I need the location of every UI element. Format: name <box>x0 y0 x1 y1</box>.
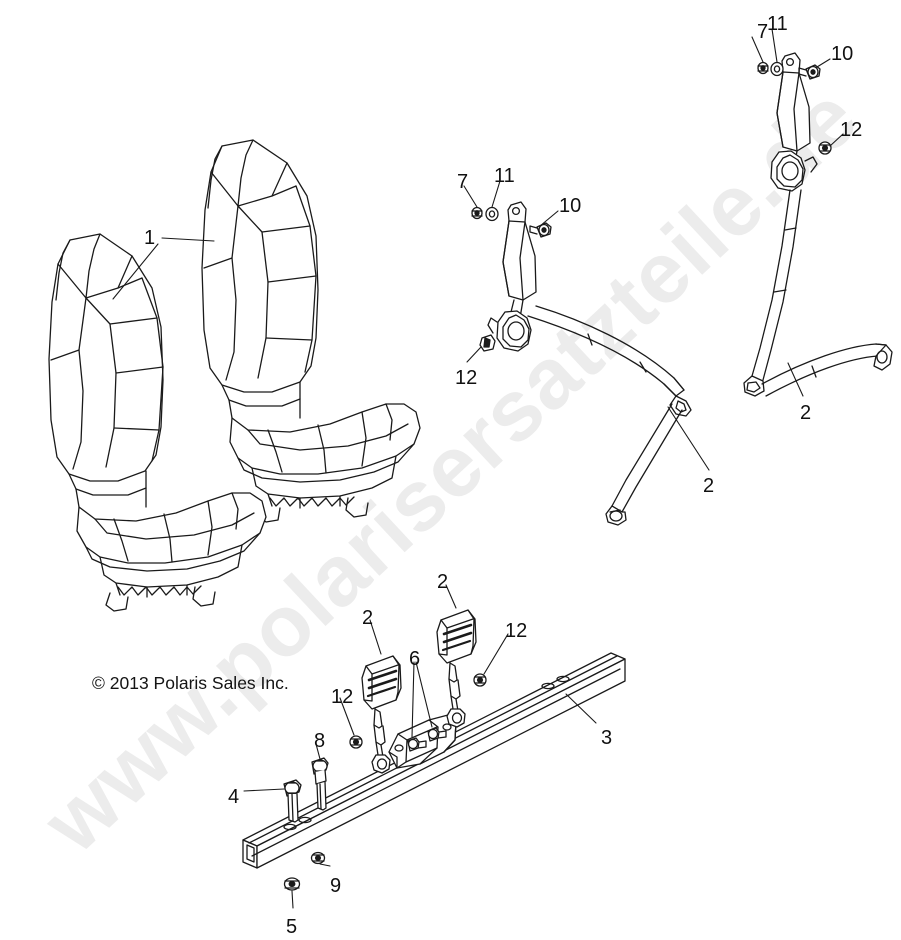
callout-number: 11 <box>767 13 788 35</box>
callout-number: 12 <box>331 686 354 708</box>
seat-rear <box>201 139 421 523</box>
callout-number: 10 <box>831 43 854 65</box>
callout-number: 12 <box>455 367 478 389</box>
callout-number: 2 <box>703 475 715 497</box>
callout-number: 7 <box>757 21 769 43</box>
callout-number: 2 <box>437 571 449 593</box>
belt-assembly-left <box>487 201 692 526</box>
callout-number: 10 <box>559 195 582 217</box>
callout-number: 9 <box>330 875 342 897</box>
callout-number: 2 <box>362 607 374 629</box>
callout-number: 6 <box>409 648 421 670</box>
belt-assembly-right <box>743 52 893 397</box>
hardware-upper-right <box>757 61 832 155</box>
callout-number: 12 <box>505 620 528 642</box>
callout-number: 2 <box>800 402 812 424</box>
buckle-receptacle-left <box>361 655 402 774</box>
buckle-receptacle-right <box>436 609 477 728</box>
leader-lines <box>112 28 844 909</box>
callout-number: 7 <box>457 171 469 193</box>
mounting-rail <box>242 652 626 869</box>
callout-number: 1 <box>144 227 156 249</box>
hardware-bottom <box>283 673 487 891</box>
copyright-notice: © 2013 Polaris Sales Inc. <box>92 673 289 693</box>
callout-number: 5 <box>286 916 298 938</box>
seat-front <box>48 233 267 612</box>
callout-number: 11 <box>494 165 515 187</box>
callout-number: 12 <box>840 119 863 141</box>
callout-number: 3 <box>601 727 613 749</box>
callout-number: 8 <box>314 730 326 752</box>
callout-number: 4 <box>228 786 240 808</box>
